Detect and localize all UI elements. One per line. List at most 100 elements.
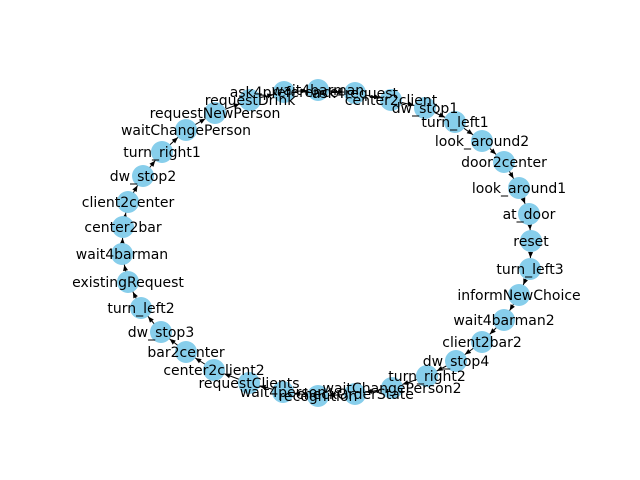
node-wait4barman bbox=[307, 79, 329, 101]
arrowhead-dw_stop2 bbox=[132, 185, 138, 192]
arrowhead-look_around1 bbox=[508, 172, 514, 179]
arrowhead-turn_left1 bbox=[438, 112, 446, 118]
node-label-reset: reset bbox=[513, 234, 549, 250]
node-requestNewPerson bbox=[204, 102, 226, 124]
arrowhead-center2client2 bbox=[224, 373, 231, 379]
node-label-at_door: at_door bbox=[503, 207, 556, 223]
node-center2client2 bbox=[203, 359, 225, 381]
arrowhead-dw_stop1 bbox=[407, 101, 415, 107]
arrowhead-wait4barman2 bbox=[509, 304, 515, 311]
nodes-layer bbox=[111, 79, 542, 407]
node-label-turn_right2: turn_right2 bbox=[388, 369, 466, 385]
node-checkOrderState bbox=[344, 383, 366, 405]
arrowhead-turn_left2 bbox=[148, 316, 154, 323]
node-door2center bbox=[493, 151, 515, 173]
arrowhead-turn_right1 bbox=[149, 160, 156, 167]
arrowhead-requestNewPerson bbox=[199, 118, 206, 124]
node-label-center2client: center2client bbox=[345, 93, 438, 109]
arrowhead-bar2center bbox=[195, 357, 202, 364]
node-ask4request bbox=[344, 82, 366, 104]
arrowhead-look_around2 bbox=[466, 129, 474, 135]
arrowhead-informNewChoice bbox=[523, 278, 528, 285]
node-label-ask4preference: ask4preference bbox=[230, 85, 339, 101]
node-reset bbox=[520, 230, 542, 252]
node-label-dw_stop4: dw_stop4 bbox=[423, 354, 490, 370]
node-label-dw_stop2: dw_stop2 bbox=[110, 169, 176, 185]
node-waitChangePerson2 bbox=[381, 377, 403, 399]
arrowhead-dw_stop4 bbox=[464, 348, 472, 355]
node-label-turn_right1: turn_right1 bbox=[123, 145, 201, 161]
arrowhead-client2bar2 bbox=[489, 328, 496, 335]
arrowhead-waitChangePerson bbox=[171, 137, 178, 144]
node-label-turn_left2: turn_left2 bbox=[107, 301, 174, 317]
arrowhead-requestDrink bbox=[233, 103, 240, 109]
node-look_around2 bbox=[471, 130, 493, 152]
node-turn_right1 bbox=[151, 141, 173, 163]
arrowhead-waitChangePerson2 bbox=[402, 380, 409, 385]
arrowhead-reset bbox=[527, 223, 533, 231]
arrowhead-center2client bbox=[373, 94, 381, 100]
node-label-existingRequest: existingRequest bbox=[72, 275, 184, 291]
node-dw_stop1 bbox=[414, 97, 436, 119]
node-waitChangePerson bbox=[175, 119, 197, 141]
node-label-requestNewPerson: requestNewPerson bbox=[150, 106, 281, 122]
arrowhead-center2bar bbox=[119, 237, 125, 245]
arrowhead-requestClients bbox=[259, 384, 267, 390]
node-bar2center bbox=[175, 341, 197, 363]
node-turn_right2 bbox=[416, 365, 438, 387]
node-label-door2center: door2center bbox=[461, 155, 547, 171]
node-wait4person bbox=[272, 381, 294, 403]
node-label-dw_stop1: dw_stop1 bbox=[392, 101, 458, 117]
node-label-center2bar: center2bar bbox=[84, 220, 161, 236]
node-requestDrink bbox=[239, 89, 261, 111]
arrowhead-turn_right2 bbox=[436, 365, 444, 371]
arrowhead-door2center bbox=[489, 148, 497, 155]
arrowhead-at_door bbox=[520, 197, 526, 204]
node-turn_left3 bbox=[519, 258, 541, 280]
node-dw_stop3 bbox=[150, 321, 172, 343]
arrowhead-ask4preference bbox=[266, 93, 274, 99]
node-ask4preference bbox=[273, 81, 295, 103]
node-label-dw_stop3: dw_stop3 bbox=[128, 325, 194, 341]
arrowhead-recognition bbox=[328, 392, 336, 398]
labels-layer: wait4barmanask4requestcenter2clientdw_st… bbox=[72, 83, 581, 405]
node-label-center2client2: center2client2 bbox=[163, 363, 264, 379]
node-client2center bbox=[117, 191, 139, 213]
arrowhead-turn_left3 bbox=[528, 251, 534, 259]
node-label-client2center: client2center bbox=[82, 195, 175, 211]
node-label-requestClients: requestClients bbox=[198, 376, 299, 392]
node-label-look_around1: look_around1 bbox=[472, 181, 566, 197]
node-at_door bbox=[518, 203, 540, 225]
node-label-waitChangePerson2: waitChangePerson2 bbox=[323, 381, 462, 397]
arrowhead-existingRequest bbox=[132, 291, 138, 299]
node-label-turn_left1: turn_left1 bbox=[421, 115, 488, 131]
node-center2client bbox=[380, 89, 402, 111]
node-label-wait4person: wait4person bbox=[240, 385, 326, 401]
node-label-wait4barman_b: wait4barman bbox=[76, 247, 168, 263]
node-dw_stop2 bbox=[132, 165, 154, 187]
node-requestClients bbox=[238, 372, 260, 394]
node-label-client2bar2: client2bar2 bbox=[442, 335, 522, 351]
node-label-turn_left3: turn_left3 bbox=[496, 262, 563, 278]
arrowhead-wait4person bbox=[293, 391, 301, 397]
node-wait4barman2 bbox=[493, 309, 515, 331]
node-center2bar bbox=[112, 216, 134, 238]
node-label-recognition: recognition bbox=[279, 389, 358, 405]
node-label-look_around2: look_around2 bbox=[435, 134, 529, 150]
node-turn_left1 bbox=[444, 111, 466, 133]
node-label-ask4request: ask4request bbox=[312, 86, 399, 102]
node-label-bar2center: bar2center bbox=[147, 345, 224, 361]
arrowhead-dw_stop3 bbox=[169, 338, 176, 345]
node-recognition bbox=[307, 385, 329, 407]
node-wait4barman_b bbox=[111, 243, 133, 265]
arrowhead-ask4request bbox=[337, 89, 345, 95]
node-dw_stop4 bbox=[445, 350, 467, 372]
node-label-informNewChoice: informNewChoice bbox=[457, 288, 580, 304]
arrowhead-wait4barman bbox=[300, 88, 308, 94]
node-existingRequest bbox=[117, 271, 139, 293]
node-label-checkOrderState: checkOrderState bbox=[296, 387, 414, 403]
node-label-wait4barman2: wait4barman2 bbox=[453, 313, 554, 329]
arrowhead-checkOrderState bbox=[365, 388, 373, 394]
node-label-requestDrink: requestDrink bbox=[205, 93, 297, 109]
